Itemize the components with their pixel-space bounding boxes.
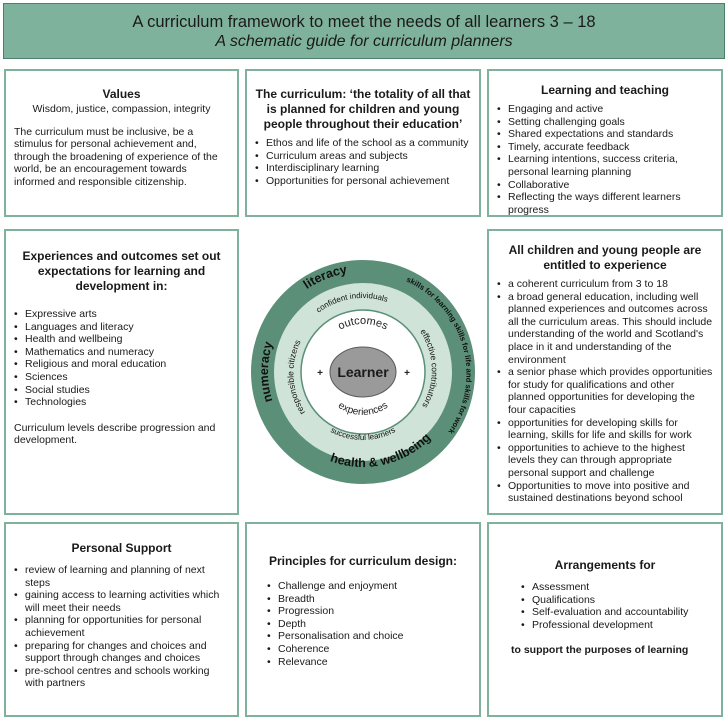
curriculum-circle-diagram: literacy health & wellbeing numeracy ski…: [251, 260, 475, 484]
learning-heading: Learning and teaching: [540, 83, 669, 97]
principles-box: Principles for curriculum design: Challe…: [245, 522, 481, 717]
list-item: Qualifications: [521, 594, 713, 607]
list-item: Social studies: [14, 384, 229, 397]
list-item: preparing for changes and choices and su…: [14, 640, 229, 665]
list-item: a senior phase which provides opportunit…: [497, 366, 713, 416]
values-box: Values Wisdom, justice, compassion, inte…: [4, 69, 239, 217]
arrangements-heading: Arrangements for: [554, 558, 656, 572]
list-item: Opportunities for personal achievement: [255, 175, 471, 188]
list-item: Mathematics and numeracy: [14, 346, 229, 359]
list-item: Depth: [267, 618, 471, 631]
learning-list: Engaging and active Setting challenging …: [497, 103, 713, 216]
curriculum-heading: The curriculum: ‘the totality of all tha…: [255, 87, 471, 131]
support-heading: Personal Support: [71, 541, 172, 555]
entitled-list: a coherent curriculum from 3 to 18 a bro…: [497, 278, 713, 505]
list-item: Ethos and life of the school as a commun…: [255, 137, 471, 150]
list-item: planning for opportunities for personal …: [14, 614, 229, 639]
experiences-heading: Experiences and outcomes set out expecta…: [22, 249, 221, 293]
list-item: Personalisation and choice: [267, 630, 471, 643]
list-item: Professional development: [521, 619, 713, 632]
list-item: Learning intentions, success criteria, p…: [497, 153, 713, 178]
experiences-footer: Curriculum levels describe progression a…: [14, 421, 216, 447]
plus-right-icon: +: [404, 368, 410, 379]
page-title: A curriculum framework to meet the needs…: [132, 13, 596, 31]
learning-teaching-box: Learning and teaching Engaging and activ…: [487, 69, 723, 217]
list-item: Setting challenging goals: [497, 116, 713, 129]
list-item: gaining access to learning activities wh…: [14, 589, 229, 614]
list-item: Health and wellbeing: [14, 333, 229, 346]
arrangements-footer: to support the purposes of learning: [511, 644, 689, 657]
experiences-outcomes-box: Experiences and outcomes set out expecta…: [4, 229, 239, 515]
list-item: Timely, accurate feedback: [497, 141, 713, 154]
list-item: Curriculum areas and subjects: [255, 150, 471, 163]
support-list: review of learning and planning of next …: [14, 564, 229, 690]
arrangements-list: Assessment Qualifications Self-evaluatio…: [497, 581, 713, 631]
curriculum-box: The curriculum: ‘the totality of all tha…: [245, 69, 481, 217]
principles-list: Challenge and enjoyment Breadth Progress…: [255, 580, 471, 668]
values-body: The curriculum must be inclusive, be a s…: [14, 125, 218, 188]
list-item: Interdisciplinary learning: [255, 162, 471, 175]
personal-support-box: Personal Support review of learning and …: [4, 522, 239, 717]
list-item: Relevance: [267, 656, 471, 669]
principles-heading: Principles for curriculum design:: [268, 554, 458, 568]
list-item: Engaging and active: [497, 103, 713, 116]
values-heading: Values: [102, 87, 141, 101]
entitlements-box: All children and young people are entitl…: [487, 229, 723, 515]
list-item: Coherence: [267, 643, 471, 656]
title-banner: A curriculum framework to meet the needs…: [3, 3, 725, 59]
experiences-label: experiences: [336, 400, 390, 418]
list-item: Breadth: [267, 593, 471, 606]
values-list: Wisdom, justice, compassion, integrity: [32, 103, 211, 115]
list-item: Shared expectations and standards: [497, 128, 713, 141]
arrangements-box: Arrangements for Assessment Qualificatio…: [487, 522, 723, 717]
list-item: Expressive arts: [14, 308, 229, 321]
list-item: pre-school centres and schools working w…: [14, 665, 229, 690]
list-item: Technologies: [14, 396, 229, 409]
list-item: Challenge and enjoyment: [267, 580, 471, 593]
numeracy-label: numeracy: [257, 340, 275, 404]
list-item: Self-evaluation and accountability: [521, 606, 713, 619]
learner-core: [329, 346, 397, 398]
list-item: Religious and moral education: [14, 358, 229, 371]
list-item: Assessment: [521, 581, 713, 594]
experiences-list: Expressive arts Languages and literacy H…: [14, 308, 229, 409]
list-item: review of learning and planning of next …: [14, 564, 229, 589]
list-item: Progression: [267, 605, 471, 618]
plus-left-icon: +: [317, 368, 323, 379]
entitled-heading: All children and young people are entitl…: [508, 243, 702, 272]
list-item: Languages and literacy: [14, 321, 229, 334]
list-item: a broad general education, including wel…: [497, 291, 713, 367]
list-item: Reflecting the ways different learners p…: [497, 191, 713, 216]
page-subtitle: A schematic guide for curriculum planner…: [215, 33, 513, 50]
learner-label: Learner: [337, 364, 389, 380]
list-item: Opportunities to move into positive and …: [497, 480, 713, 505]
list-item: opportunities to achieve to the highest …: [497, 442, 713, 480]
curriculum-list: Ethos and life of the school as a commun…: [255, 137, 471, 187]
list-item: Collaborative: [497, 179, 713, 192]
list-item: Sciences: [14, 371, 229, 384]
list-item: opportunities for developing skills for …: [497, 417, 713, 442]
list-item: a coherent curriculum from 3 to 18: [497, 278, 713, 291]
